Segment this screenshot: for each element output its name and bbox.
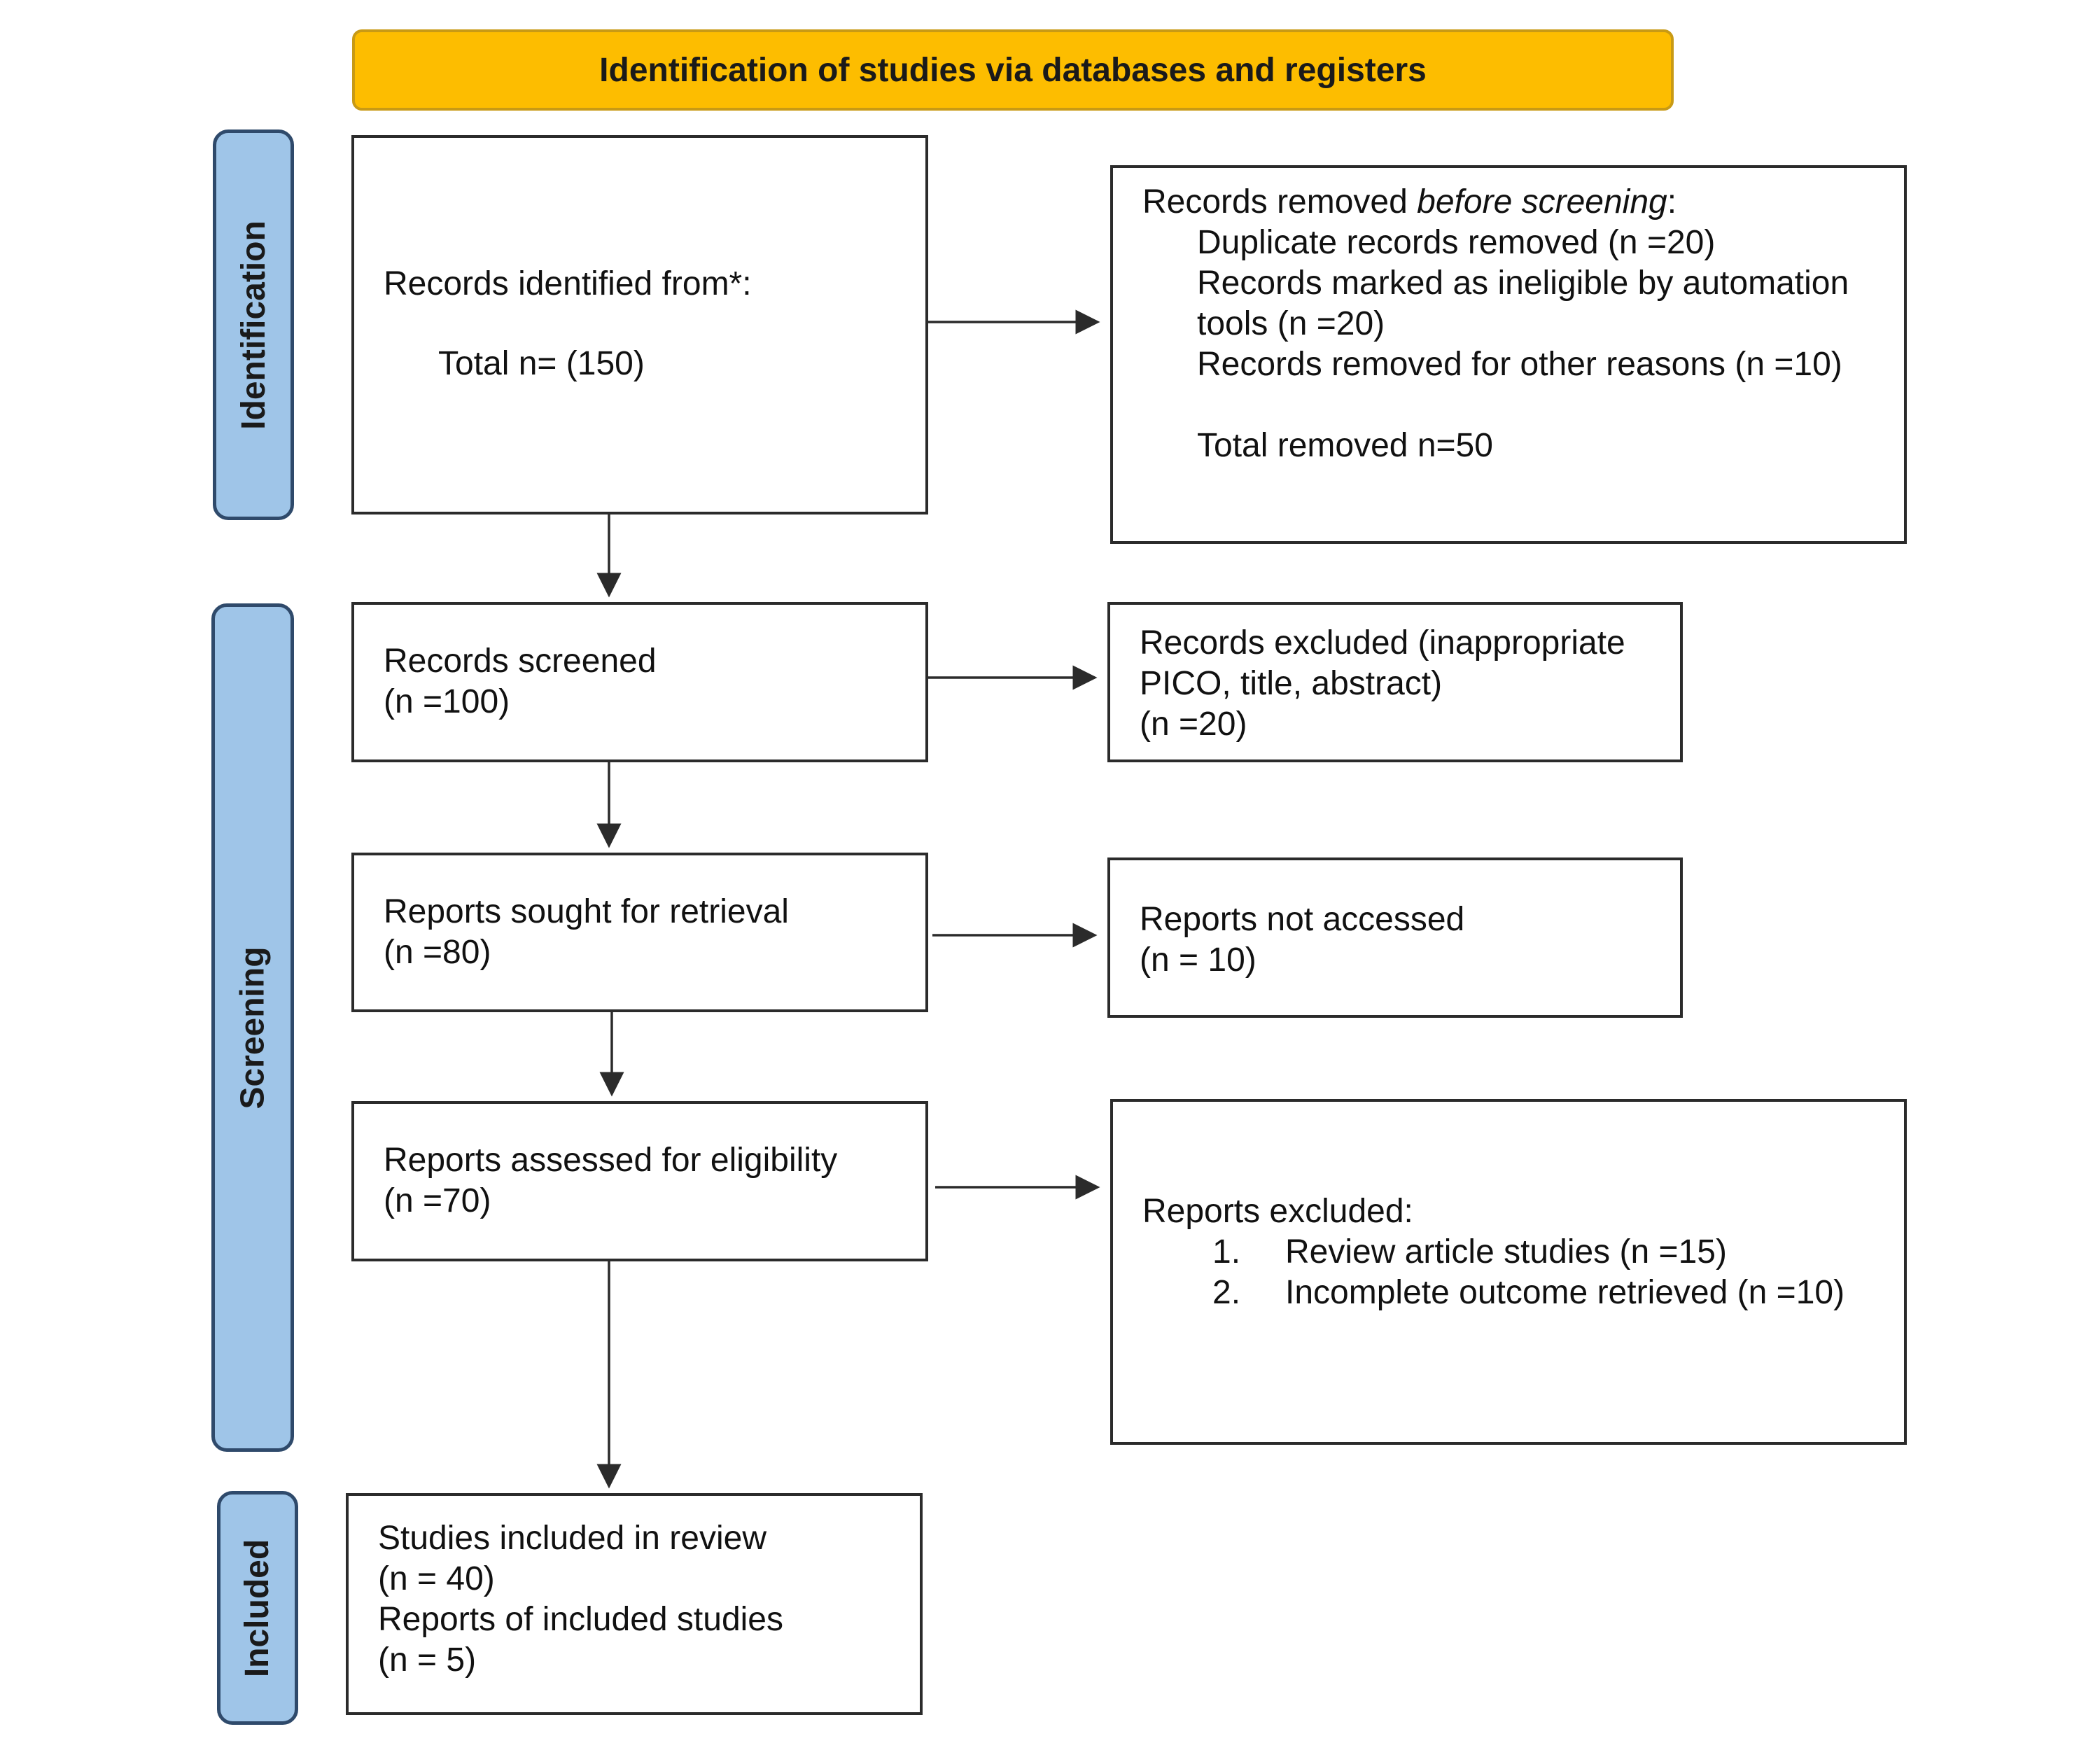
records-removed-box: Records removed before screening: Duplic…: [1110, 165, 1907, 544]
records-excluded-line1: Records excluded (inappropriate: [1140, 624, 1625, 662]
reports-excluded-box: Reports excluded: 1. Review article stud…: [1110, 1099, 1907, 1445]
phase-identification: Identification: [213, 130, 294, 520]
included-reports-count: (n = 5): [378, 1642, 477, 1679]
reports-assessed-count: (n =70): [384, 1182, 491, 1219]
reports-excluded-num-2: 2.: [1212, 1274, 1241, 1311]
reports-not-accessed-box: Reports not accessed (n = 10): [1107, 858, 1683, 1018]
reports-excluded-item-1: Review article studies (n =15): [1285, 1233, 1727, 1270]
reports-not-accessed-count: (n = 10): [1140, 941, 1256, 979]
phase-included: Included: [217, 1491, 298, 1725]
header-banner: Identification of studies via databases …: [352, 29, 1674, 111]
studies-included-count: (n = 40): [378, 1560, 495, 1597]
reports-not-accessed-label: Reports not accessed: [1140, 901, 1465, 938]
reports-sought-label: Reports sought for retrieval: [384, 893, 789, 930]
records-excluded-box: Records excluded (inappropriate PICO, ti…: [1107, 602, 1683, 762]
removed-item-automation-cont: tools (n =20): [1197, 305, 1385, 342]
records-screened-count: (n =100): [384, 683, 510, 720]
studies-included-label: Studies included in review: [378, 1520, 766, 1557]
records-identified-total: Total n= (150): [438, 345, 645, 382]
records-identified-label: Records identified from*:: [384, 265, 752, 302]
records-removed-title: Records removed before screening:: [1142, 183, 1677, 220]
reports-excluded-title: Reports excluded:: [1142, 1193, 1413, 1230]
reports-sought-count: (n =80): [384, 934, 491, 971]
removed-total: Total removed n=50: [1197, 427, 1493, 464]
included-reports-label: Reports of included studies: [378, 1601, 783, 1638]
records-excluded-line2: PICO, title, abstract): [1140, 665, 1443, 702]
header-title: Identification of studies via databases …: [599, 51, 1427, 89]
records-excluded-count: (n =20): [1140, 706, 1247, 743]
removed-item-other: Records removed for other reasons (n =10…: [1197, 346, 1842, 383]
records-identified-box: Records identified from*: Total n= (150): [351, 135, 928, 514]
records-screened-label: Records screened: [384, 643, 657, 680]
reports-assessed-box: Reports assessed for eligibility (n =70): [351, 1101, 928, 1261]
removed-item-duplicate: Duplicate records removed (n =20): [1197, 224, 1716, 261]
removed-item-automation: Records marked as ineligible by automati…: [1197, 265, 1849, 302]
records-screened-box: Records screened (n =100): [351, 602, 928, 762]
reports-assessed-label: Reports assessed for eligibility: [384, 1142, 838, 1179]
studies-included-box: Studies included in review (n = 40) Repo…: [346, 1493, 923, 1715]
phase-screening: Screening: [211, 603, 294, 1452]
reports-excluded-num-1: 1.: [1212, 1233, 1241, 1270]
reports-sought-box: Reports sought for retrieval (n =80): [351, 853, 928, 1012]
reports-excluded-item-2: Incomplete outcome retrieved (n =10): [1285, 1274, 1845, 1311]
